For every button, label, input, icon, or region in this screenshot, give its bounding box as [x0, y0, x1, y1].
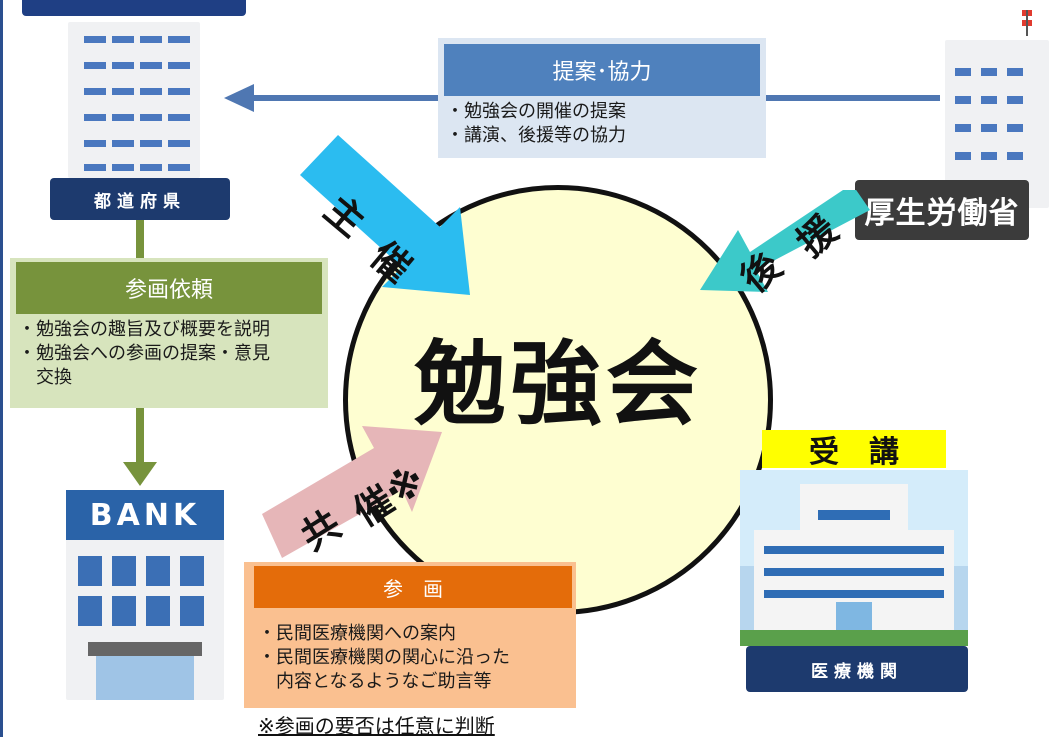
- left-border: [0, 0, 3, 737]
- host-arrow: [300, 135, 470, 295]
- cohost-arrow: [262, 426, 442, 558]
- prefecture-building-icon: [68, 22, 200, 178]
- study-group-label: 勉強会: [413, 331, 702, 438]
- proposal-item: ・勉強会の開催の提案: [446, 101, 626, 122]
- bank-sign: BANK: [66, 490, 224, 540]
- request-item: ・勉強会への参画の提案・意見: [18, 343, 270, 364]
- request-item: 交換: [18, 367, 72, 388]
- footnote: ※参画の要否は任意に判断: [258, 714, 495, 738]
- prefecture-label: 都道府県: [50, 178, 230, 220]
- participation-box: 参 画 ・民間医療機関への案内 ・民間医療機関の関心に沿った 内容となるようなご…: [244, 562, 576, 708]
- hospital-label: 医療機関: [746, 646, 968, 692]
- proposal-arrowhead: [224, 84, 254, 112]
- participation-item: ・民間医療機関の関心に沿った: [258, 647, 510, 668]
- attend-badge: 受 講: [762, 430, 946, 470]
- proposal-box: 提案･協力 ・勉強会の開催の提案 ・講演、後援等の協力: [438, 38, 766, 158]
- participation-title: 参 画: [254, 566, 572, 608]
- flag-icon: [1018, 10, 1036, 36]
- hospital-building-icon: [740, 470, 968, 646]
- participation-item: ・民間医療機関への案内: [258, 623, 456, 644]
- request-arrowhead: [123, 462, 157, 486]
- request-item: ・勉強会の趣旨及び概要を説明: [18, 319, 270, 340]
- proposal-title: 提案･協力: [444, 44, 760, 96]
- proposal-item: ・講演、後援等の協力: [446, 125, 626, 146]
- ministry-label: 厚生労働省: [855, 180, 1029, 240]
- support-arrow: [700, 190, 870, 292]
- bank-building-icon: BANK: [66, 490, 224, 700]
- request-box: 参画依頼 ・勉強会の趣旨及び概要を説明 ・勉強会への参画の提案・意見 交換: [10, 258, 328, 408]
- request-title: 参画依頼: [16, 262, 322, 314]
- participation-item: 内容となるようなご助言等: [258, 671, 492, 692]
- top-banner: [22, 0, 246, 16]
